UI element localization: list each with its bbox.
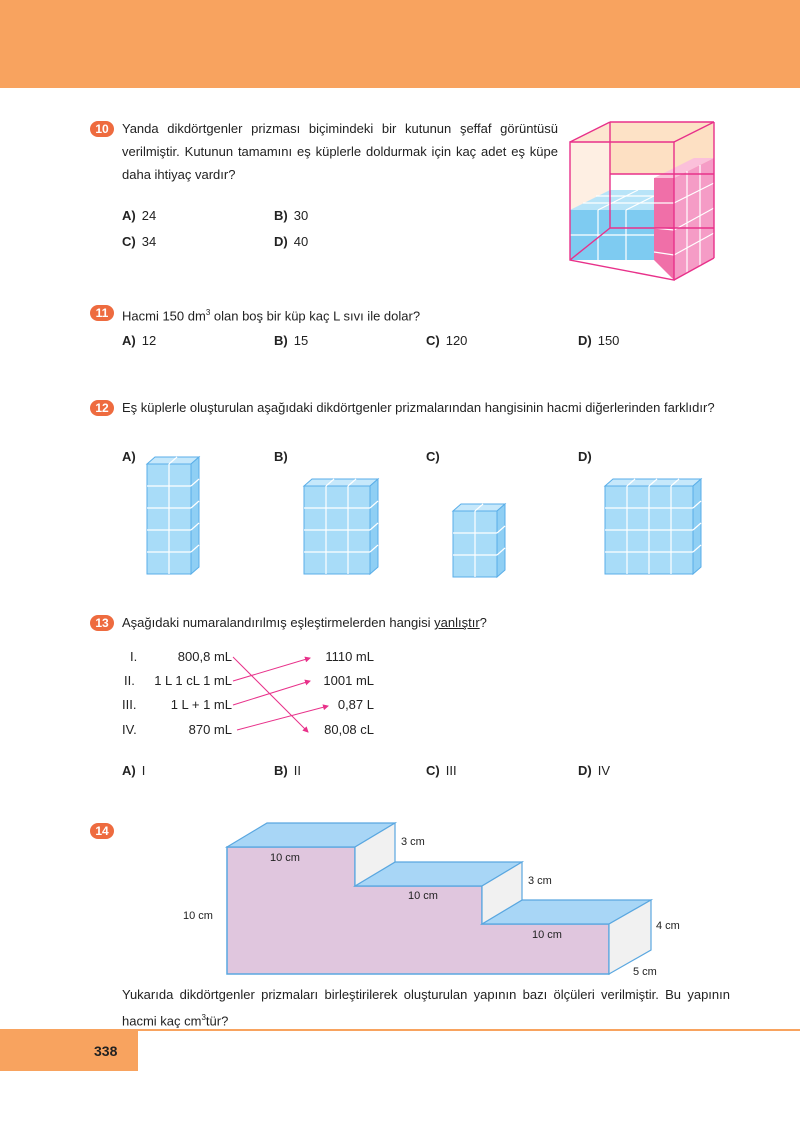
roman-numeral: II. [124, 673, 135, 688]
roman-numeral: III. [122, 697, 137, 712]
cube-prism-d[interactable] [603, 477, 704, 576]
option-c[interactable]: C)III [426, 763, 457, 778]
question-12-text: Eş küplerle oluşturulan aşağıdaki dikdör… [122, 400, 715, 415]
option-a-label[interactable]: A) [122, 449, 136, 464]
option-d[interactable]: D)40 [274, 234, 309, 249]
question-14-text: Yukarıda dikdörtgenler prizmaları birleş… [122, 987, 730, 1029]
cube-grid-line [648, 478, 658, 487]
right-value: 0,87 L [337, 697, 374, 712]
prism-side-face [190, 455, 200, 576]
cube-grid-line [692, 500, 702, 509]
left-value: 1 L 1 cL 1 mL [154, 673, 232, 688]
header-band [0, 0, 800, 88]
right-value: 80,08 cL [324, 722, 374, 737]
left-value: 800,8 mL [177, 649, 232, 664]
question-number-badge: 14 [90, 823, 114, 839]
roman-numeral: IV. [122, 722, 137, 737]
option-b-label[interactable]: B) [274, 449, 288, 464]
option-b[interactable]: B)15 [274, 333, 309, 348]
option-d[interactable]: D)150 [578, 333, 620, 348]
cube-grid-line [692, 544, 702, 553]
cube-grid-line [692, 522, 702, 531]
option-d-label[interactable]: D) [578, 449, 592, 464]
cube-prism-a[interactable] [145, 445, 216, 576]
option-a[interactable]: A)12 [122, 333, 157, 348]
cube-grid-line [496, 525, 506, 534]
question-number-badge: 12 [90, 400, 114, 416]
matching-arrows [232, 656, 329, 733]
right-value: 1001 mL [323, 673, 374, 688]
dim-step2: 3 cm [528, 875, 552, 887]
cube-grid-line [369, 500, 379, 509]
option-b[interactable]: B)30 [274, 208, 309, 223]
question-11-text: Hacmi 150 dm3 olan boş bir küp kaç L sıv… [122, 308, 421, 324]
question-number-badge: 10 [90, 121, 114, 137]
option-a[interactable]: A)24 [122, 208, 157, 223]
roman-numeral: I. [130, 649, 138, 664]
option-c-label[interactable]: C) [426, 449, 440, 464]
question-number-badge: 11 [90, 305, 114, 321]
left-value: 1 L + 1 mL [170, 697, 232, 712]
cube-grid-line [347, 478, 357, 487]
cube-grid-line [190, 500, 200, 509]
question-number-badge: 13 [90, 615, 114, 631]
option-d[interactable]: D)IV [578, 763, 611, 778]
cube-prism-b[interactable] [302, 477, 383, 576]
cube-grid-line [190, 544, 200, 553]
left-value: 870 mL [188, 722, 232, 737]
footer-line [0, 1029, 800, 1031]
dim-top2: 10 cm [408, 890, 438, 902]
cube-grid-line [168, 456, 178, 465]
cube-grid-line [626, 478, 636, 487]
dim-top3: 10 cm [532, 929, 562, 941]
cube-grid-line [369, 522, 379, 531]
option-c[interactable]: C)120 [426, 333, 468, 348]
cube-grid-line [474, 503, 484, 512]
question-10-text: Yanda dikdörtgenler prizması biçimindeki… [122, 121, 558, 182]
cube-grid-line [190, 478, 200, 487]
dim-left-height: 10 cm [183, 910, 213, 922]
page-number-box [0, 1031, 138, 1071]
cube-grid-line [496, 547, 506, 556]
cube-grid-line [369, 544, 379, 553]
right-value: 1110 mL [325, 649, 374, 664]
page-number: 338 [94, 1043, 118, 1059]
option-b[interactable]: B)II [274, 763, 301, 778]
transparent-box-figure [569, 121, 715, 281]
cube-grid-line [325, 478, 335, 487]
cube-grid-line [670, 478, 680, 487]
dim-top1: 10 cm [270, 852, 300, 864]
cube-prism-c[interactable] [451, 498, 522, 579]
dim-step1: 3 cm [401, 836, 425, 848]
dim-right-height: 4 cm [656, 920, 680, 932]
option-a[interactable]: A)I [122, 763, 146, 778]
option-c[interactable]: C)34 [122, 234, 157, 249]
question-13-text: Aşağıdaki numaralandırılmış eşleştirmele… [122, 615, 487, 630]
dim-depth: 5 cm [633, 966, 657, 978]
staircase-prism-figure: 10 cm 3 cm 10 cm 3 cm 10 cm 4 cm 10 cm 5… [183, 821, 680, 978]
cube-grid-line [190, 522, 200, 531]
